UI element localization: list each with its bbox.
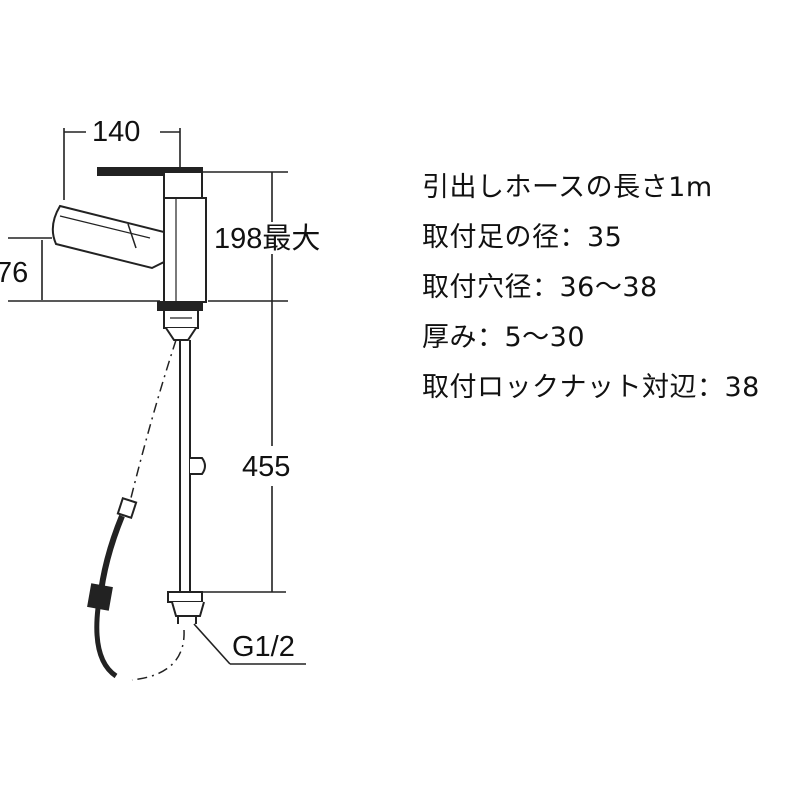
spec-locknut: 取付ロックナット対辺：38: [422, 372, 760, 403]
dimension-spout-height-label: 76: [0, 257, 28, 289]
supply-pipe: [179, 340, 206, 592]
dimension-height-label: 198最大: [214, 222, 320, 255]
dimension-height: [202, 171, 288, 302]
hose-weight: [87, 496, 138, 679]
dimension-width: [63, 128, 181, 200]
lever-handle: [97, 167, 203, 199]
dimension-spout-height: [8, 237, 160, 302]
spec-hose-length: 引出しホースの長さ1m: [422, 172, 713, 203]
spec-thickness: 厚み：5～30: [422, 322, 586, 353]
spout-head: [51, 204, 165, 270]
dimension-hose-depth: [203, 301, 286, 593]
thread-leader: [193, 623, 306, 665]
supply-fitting: [167, 591, 205, 624]
dimension-width-label: 140: [92, 116, 140, 148]
spec-mount-hole: 取付穴径：36～38: [422, 272, 658, 303]
spec-list: 引出しホースの長さ1m 取付足の径：35 取付穴径：36～38 厚み：5～30 …: [422, 168, 760, 418]
dimension-hose-depth-label: 455: [242, 451, 290, 483]
mounting-nut: [157, 301, 203, 341]
thread-label: G1/2: [232, 631, 295, 663]
pullout-hose: [127, 339, 185, 681]
spec-mount-diameter: 取付足の径：35: [422, 222, 623, 253]
faucet-body: [163, 197, 207, 303]
